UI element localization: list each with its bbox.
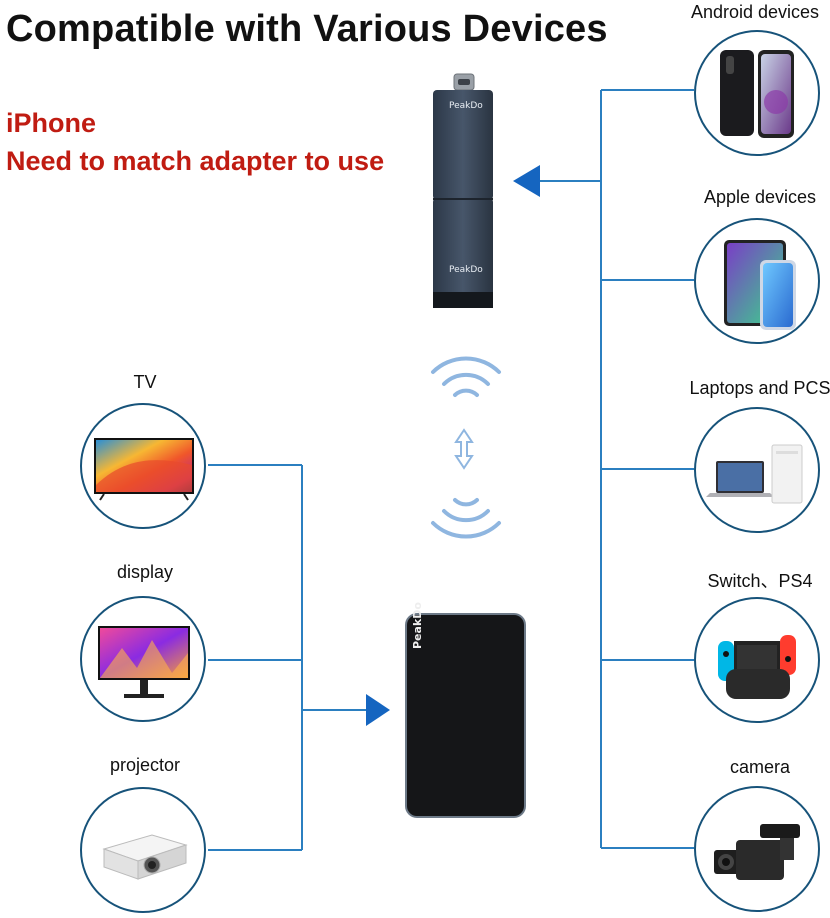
switch-circle [694, 597, 820, 723]
android-label: Android devices [690, 2, 820, 22]
apple-devices-icon [724, 240, 796, 330]
display-circle [80, 596, 206, 722]
camera-label: camera [729, 757, 791, 777]
switch-label: Switch、PS4 [707, 571, 813, 591]
page-title: Compatible with Various Devices [6, 8, 608, 50]
note-line-1: iPhone [6, 108, 97, 138]
game-console-icon [718, 635, 796, 699]
wireless-waves-top-icon [431, 356, 501, 397]
android-phone-icon [720, 50, 794, 138]
android-circle [694, 30, 820, 156]
note-line-2: Need to match adapter to use [6, 146, 385, 176]
tv-label: TV [133, 372, 157, 392]
tv-icon [94, 438, 194, 501]
wireless-waves-bottom-icon [431, 498, 501, 539]
camera-circle [694, 786, 820, 912]
projector-label: projector [109, 755, 181, 775]
arrow-to-dongle-icon [513, 165, 540, 197]
apple-label: Apple devices [703, 187, 817, 207]
dongle-brand-top: PeakDo [449, 101, 483, 111]
projector-icon [102, 834, 188, 880]
transmitter-dongle: PeakDo PeakDo [433, 73, 493, 308]
tv-circle [80, 403, 206, 529]
apple-circle [694, 218, 820, 344]
receiver-brand: PeakDo [411, 602, 424, 649]
bidirectional-arrow-icon [454, 428, 474, 470]
video-camera-icon [714, 824, 800, 880]
receiver-device: PeakDo [405, 602, 526, 818]
display-label: display [116, 562, 174, 582]
dongle-brand-bottom: PeakDo [449, 265, 483, 275]
laptop-pc-icon [706, 444, 803, 504]
arrow-to-receiver-icon [366, 694, 390, 726]
laptops-circle [694, 407, 820, 533]
projector-circle [80, 787, 206, 913]
laptops-label: Laptops and PCS [689, 378, 830, 398]
monitor-icon [98, 626, 190, 698]
